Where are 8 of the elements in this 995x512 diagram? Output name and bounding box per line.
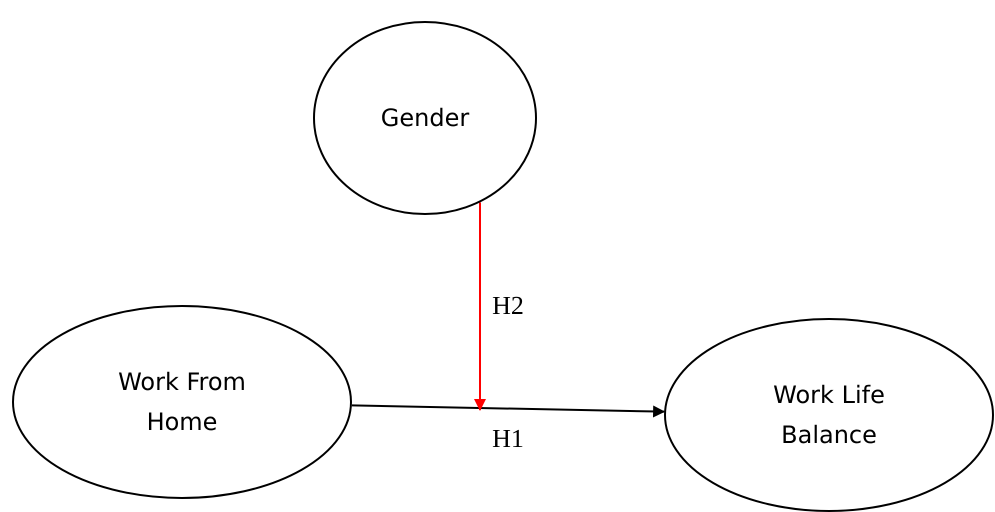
ellipse-node: [664, 318, 994, 512]
node-label: Work From Home: [117, 367, 247, 438]
ellipse-node: [12, 305, 352, 499]
arrow: [352, 404, 666, 418]
node-label: Gender: [380, 103, 470, 134]
node-label: Work Life Balance: [772, 380, 886, 451]
arrow: [474, 202, 486, 411]
ellipse-node: [313, 21, 537, 215]
